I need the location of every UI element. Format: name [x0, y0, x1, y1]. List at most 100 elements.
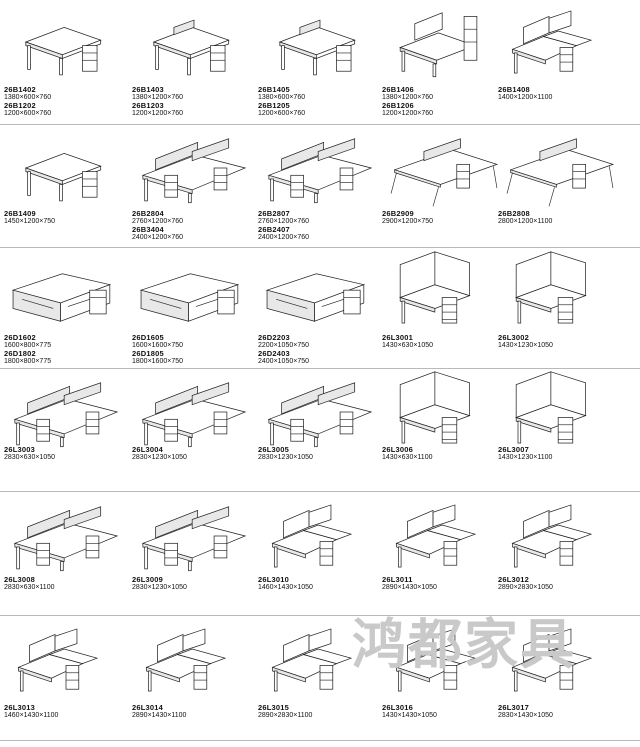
dimensions: 1380×600×760	[258, 94, 306, 101]
dimensions: 1600×1600×750	[132, 342, 183, 349]
product-illustration	[515, 251, 587, 324]
model-code: 26L3005	[258, 445, 290, 454]
dimensions: 1450×1200×750	[4, 218, 55, 225]
row-divider	[0, 740, 640, 741]
model-code: 26B1402	[4, 85, 36, 94]
dimensions: 2890×2830×1100	[258, 712, 313, 719]
dimensions: 1430×630×1100	[382, 454, 433, 461]
model-code: 26L3006	[382, 445, 414, 454]
product-illustration	[265, 273, 366, 322]
product-illustration	[152, 19, 230, 76]
model-code: 26D2203	[258, 333, 290, 342]
model-code: 26B1406	[382, 85, 414, 94]
row-divider	[0, 615, 640, 616]
dimensions: 1380×1200×760	[132, 94, 183, 101]
model-code: 26B1203	[132, 101, 164, 110]
dimensions: 2830×630×1100	[4, 584, 55, 591]
model-code: 26D1605	[132, 333, 164, 342]
model-code: 26L3003	[4, 445, 36, 454]
product-illustration	[395, 628, 477, 692]
model-code: 26B1403	[132, 85, 164, 94]
model-code: 26L3010	[258, 575, 290, 584]
product-illustration	[24, 153, 102, 202]
model-code: 26D1805	[132, 349, 164, 358]
model-code: 26B1409	[4, 209, 36, 218]
model-code: 26B1408	[498, 85, 530, 94]
dimensions: 2400×1200×760	[258, 234, 309, 241]
dimensions: 1460×1430×1050	[258, 584, 313, 591]
model-code: 26B2909	[382, 209, 414, 218]
model-code: 26D2403	[258, 349, 290, 358]
product-illustration	[13, 382, 119, 448]
product-illustration	[13, 506, 119, 572]
product-illustration	[399, 371, 471, 444]
dimensions: 2890×2830×1050	[498, 584, 553, 591]
product-illustration	[511, 504, 593, 568]
product-illustration	[11, 273, 112, 322]
model-code: 26L3004	[132, 445, 164, 454]
dimensions: 2400×1050×750	[258, 358, 309, 365]
product-illustration	[395, 504, 477, 568]
model-code: 26L3017	[498, 703, 530, 712]
dimensions: 2890×1430×1100	[132, 712, 187, 719]
model-code: 26B1202	[4, 101, 36, 110]
product-illustration	[139, 273, 240, 322]
product-illustration	[141, 506, 247, 572]
dimensions: 1200×600×760	[4, 110, 52, 117]
product-illustration	[24, 27, 102, 76]
dimensions: 1380×1200×760	[382, 94, 433, 101]
model-code: 26L3015	[258, 703, 290, 712]
dimensions: 1430×630×1050	[382, 342, 433, 349]
product-illustration	[390, 138, 499, 207]
model-code: 26L3011	[382, 575, 413, 584]
row-divider	[0, 124, 640, 125]
product-illustration	[278, 19, 356, 76]
dimensions: 1380×600×760	[4, 94, 52, 101]
model-code: 26B3404	[132, 225, 164, 234]
model-code: 26D1602	[4, 333, 36, 342]
dimensions: 1600×800×775	[4, 342, 52, 349]
model-code: 26L3002	[498, 333, 530, 342]
dimensions: 1460×1430×1100	[4, 712, 59, 719]
product-illustration	[515, 371, 587, 444]
model-code: 26D1802	[4, 349, 36, 358]
dimensions: 1400×1200×1100	[498, 94, 553, 101]
row-divider	[0, 491, 640, 492]
dimensions: 1430×1430×1050	[382, 712, 437, 719]
model-code: 26B1405	[258, 85, 290, 94]
model-code: 26L3008	[4, 575, 36, 584]
dimensions: 2760×1200×760	[258, 218, 309, 225]
